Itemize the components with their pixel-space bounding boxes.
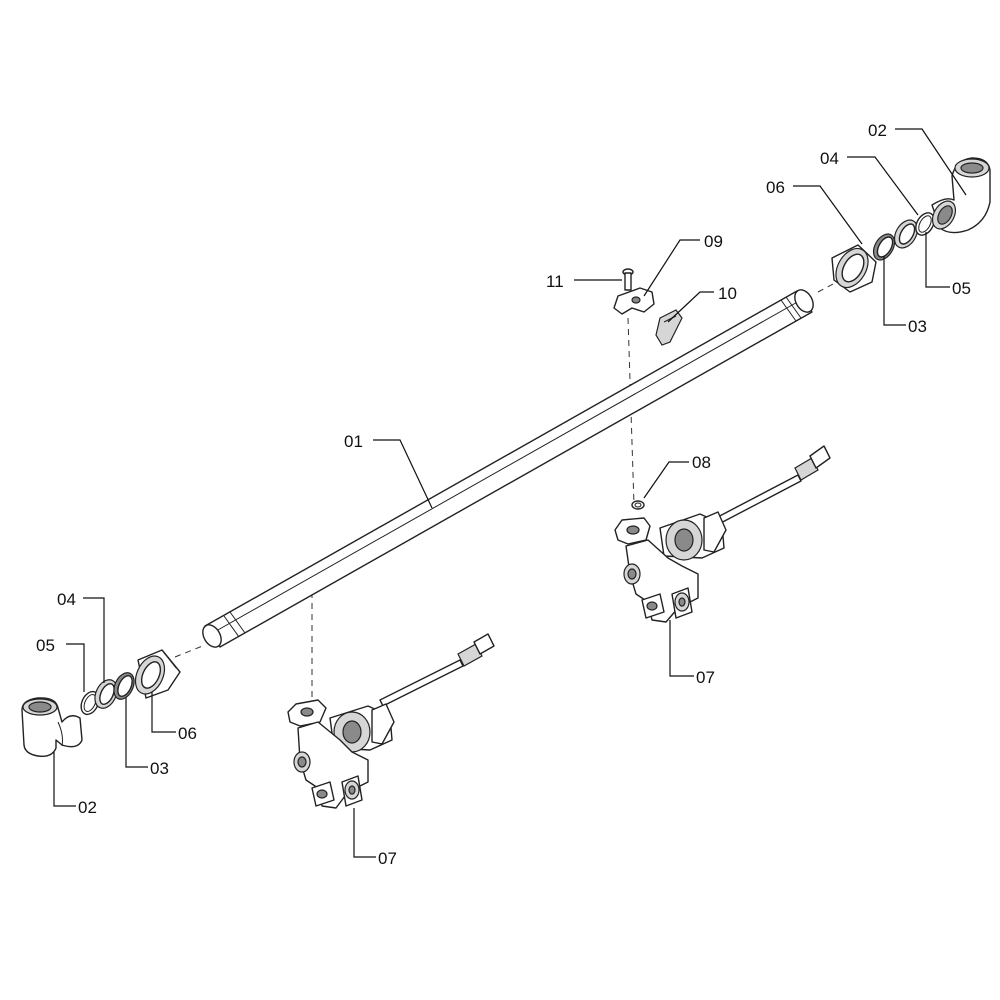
nozzle-body-left-part-07 — [287, 633, 495, 809]
callout-05-left: 05 — [36, 636, 55, 655]
screw-part-11 — [622, 268, 634, 291]
callout-06-right: 06 — [766, 178, 785, 197]
callout-04-right: 04 — [820, 149, 839, 168]
callout-11: 11 — [546, 272, 564, 291]
nut-right-part-06 — [831, 244, 877, 293]
washer-part-08 — [631, 500, 645, 510]
callout-labels: 01 02 04 06 09 11 10 05 03 08 07 07 04 0… — [36, 121, 971, 868]
o-ring-right-part-05 — [915, 212, 935, 236]
callout-04-left: 04 — [57, 590, 76, 609]
callout-09: 09 — [704, 232, 723, 251]
snap-ring-right-part-03 — [872, 233, 896, 261]
snap-ring-left-part-03 — [113, 672, 135, 700]
callout-01: 01 — [344, 432, 363, 451]
clamp-part-09 — [613, 287, 655, 315]
callout-03-right: 03 — [908, 317, 927, 336]
elbow-fitting-left-part-02 — [21, 697, 83, 758]
callout-03-left: 03 — [150, 759, 169, 778]
callout-06-left: 06 — [178, 724, 197, 743]
nut-left-part-06 — [134, 649, 181, 699]
main-tube-part-01 — [202, 289, 814, 648]
washer-left-part-04 — [94, 679, 118, 709]
callout-10: 10 — [718, 284, 737, 303]
callout-02-right: 02 — [868, 121, 887, 140]
callout-07-left: 07 — [378, 849, 397, 868]
callout-07-right: 07 — [696, 668, 715, 687]
callout-05-right: 05 — [952, 279, 971, 298]
callout-02-left: 02 — [78, 798, 97, 817]
elbow-fitting-right-part-02 — [931, 157, 991, 234]
clamp-insert-part-10 — [655, 309, 683, 346]
washer-right-part-04 — [893, 219, 919, 249]
callout-08: 08 — [692, 453, 711, 472]
nozzle-body-right-part-07 — [614, 445, 831, 623]
leader-lines — [53, 128, 967, 858]
